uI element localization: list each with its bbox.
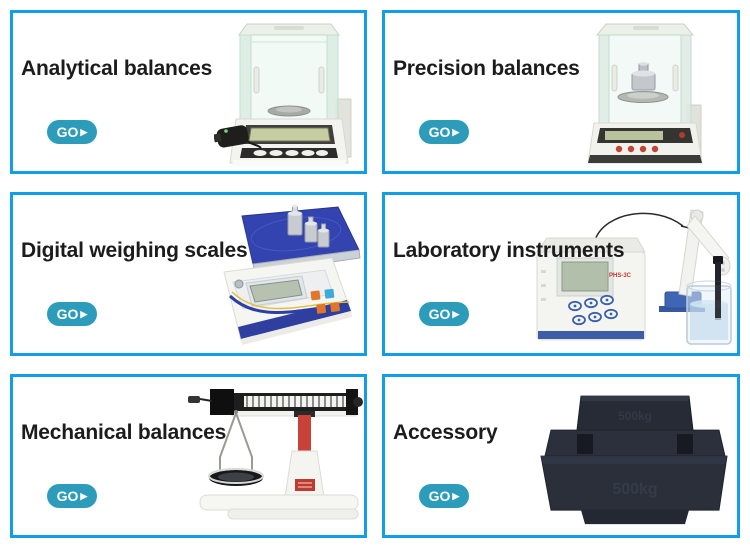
go-button-label: GO	[428, 487, 451, 504]
weight-marking-front-text: 500kg	[612, 481, 657, 498]
card-title: Mechanical balances	[21, 421, 227, 444]
go-arrow-icon: ▶	[452, 126, 460, 137]
meter-model-text: PHS-3C	[609, 273, 632, 279]
precision-balance-image	[587, 23, 703, 164]
digital-weighing-scale-image	[223, 204, 361, 345]
go-button[interactable]: GO ▶	[47, 120, 97, 144]
card-accessory[interactable]: Accessory GO ▶ 500kg 500kg	[382, 374, 740, 538]
card-image	[208, 200, 362, 348]
cast-iron-test-weight-image: 500kg 500kg	[540, 395, 728, 525]
card-title: Accessory	[393, 421, 498, 444]
weight-marking-back-text: 500kg	[618, 409, 652, 423]
go-button[interactable]: GO ▶	[47, 302, 97, 326]
card-precision-balances[interactable]: Precision balances GO ▶	[382, 10, 740, 174]
go-button-label: GO	[428, 305, 451, 322]
card-image	[213, 15, 354, 169]
analytical-balance-image	[213, 23, 352, 166]
card-image: 500kg 500kg	[539, 392, 729, 528]
go-arrow-icon: ▶	[80, 308, 88, 319]
go-button[interactable]: GO ▶	[419, 484, 469, 508]
card-image	[174, 381, 364, 531]
go-arrow-icon: ▶	[80, 126, 88, 137]
card-image: PHS-3C	[533, 200, 733, 348]
go-arrow-icon: ▶	[452, 490, 460, 501]
go-arrow-icon: ▶	[452, 308, 460, 319]
go-button[interactable]: GO ▶	[419, 302, 469, 326]
card-analytical-balances[interactable]: Analytical balances GO ▶	[10, 10, 367, 174]
go-button-label: GO	[56, 305, 79, 322]
ph-meter-image: PHS-3C	[536, 209, 732, 345]
card-mechanical-balances[interactable]: Mechanical balances GO ▶	[10, 374, 367, 538]
card-title: Digital weighing scales	[21, 239, 248, 262]
card-digital-weighing-scales[interactable]: Digital weighing scales GO ▶	[10, 192, 367, 356]
go-button-label: GO	[56, 487, 79, 504]
card-laboratory-instruments[interactable]: Laboratory instruments GO ▶	[382, 192, 740, 356]
card-image	[581, 17, 709, 167]
go-button[interactable]: GO ▶	[47, 484, 97, 508]
mechanical-balance-image	[188, 389, 363, 520]
card-title: Laboratory instruments	[393, 239, 625, 262]
go-button[interactable]: GO ▶	[419, 120, 469, 144]
go-arrow-icon: ▶	[80, 490, 88, 501]
go-button-label: GO	[56, 123, 79, 140]
go-button-label: GO	[428, 123, 451, 140]
card-title: Precision balances	[393, 57, 580, 80]
card-title: Analytical balances	[21, 57, 213, 80]
